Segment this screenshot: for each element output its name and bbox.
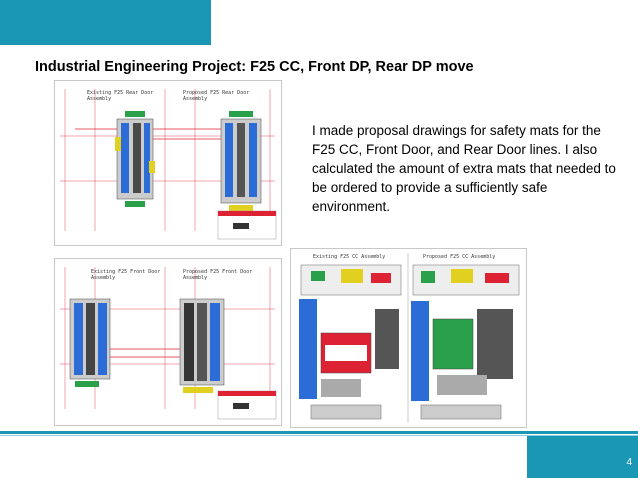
footer [0, 431, 638, 478]
rear-door-drawing: Existing F25 Rear Door Assembly Proposed… [54, 80, 282, 246]
rear-existing-label-1: Existing F25 Rear Door [87, 90, 153, 96]
cc-proposed-layout [411, 264, 520, 420]
front-existing-layout [69, 298, 111, 387]
rear-proposed-label-2: Assembly [183, 96, 207, 102]
page-number: 4 [626, 457, 632, 468]
header-accent-block [0, 0, 211, 45]
cc-assembly-drawing: Existing F25 CC Assembly Proposed F25 CC… [290, 248, 527, 428]
front-proposed-label-1: Proposed F25 Front Door [183, 269, 252, 275]
rear-proposed-layout [220, 111, 262, 211]
slide-caption: I made proposal drawings for safety mats… [312, 123, 616, 214]
front-existing-label-1: Existing F25 Front Door [91, 269, 160, 275]
cc-existing-layout [299, 264, 402, 420]
front-existing-label-2: Assembly [91, 275, 115, 281]
front-proposed-layout [179, 298, 225, 393]
rear-existing-layout [115, 111, 155, 207]
cc-proposed-label: Proposed F25 CC Assembly [423, 254, 495, 260]
footer-thin-line [0, 435, 638, 436]
front-proposed-label-2: Assembly [183, 275, 207, 281]
front-door-drawing: Existing F25 Front Door Assembly Propose… [54, 258, 282, 426]
cc-existing-label: Existing F25 CC Assembly [313, 254, 385, 260]
rear-proposed-label-1: Proposed F25 Rear Door [183, 90, 249, 96]
rear-existing-label-2: Assembly [87, 96, 111, 102]
page-number-box: 4 [527, 436, 638, 478]
slide-title: Industrial Engineering Project: F25 CC, … [35, 59, 474, 75]
footer-accent-line [0, 431, 638, 434]
